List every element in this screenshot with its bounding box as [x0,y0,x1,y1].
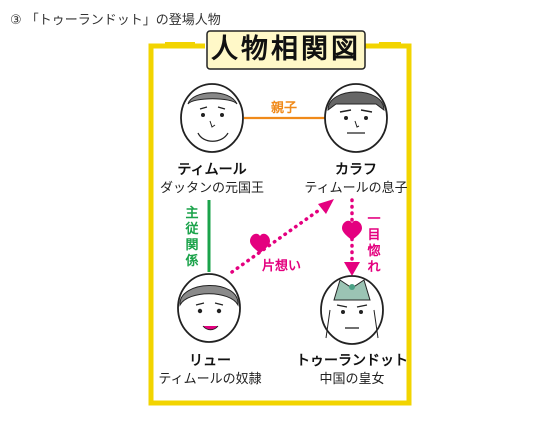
unrequited-love-label: 片想い [262,259,302,274]
love-at-first-sight-label: 一目惚れ [367,212,381,275]
calaf-name: カラフ [335,162,377,178]
parent-child-label: 親子 [271,101,298,116]
timur-role: ダッタンの元国王 [159,181,264,196]
timur-portrait [180,83,244,153]
calaf-portrait [324,83,388,153]
diagram-title: 人物相関図 [211,34,361,65]
liu-portrait [177,273,241,343]
unrequited-love-line [230,206,324,274]
master-servant-label: 主従関係 [185,206,199,269]
title-box [206,30,366,70]
unrequited-heart-icon [250,233,270,254]
title-accent-right [379,42,401,47]
turandot-name: トゥーランドット [296,353,408,369]
turandot-portrait [320,275,384,345]
liu-name: リュー [189,353,231,369]
first-sight-heart-icon [342,220,362,241]
unrequited-love-arrowhead [318,199,334,214]
liu-role: ティムールの奴隷 [158,372,262,387]
page-caption: ③ 「トゥーランドット」の登場人物 [10,13,221,28]
title-accent-left [165,42,195,47]
love-at-first-sight-arrowhead [344,262,360,276]
turandot-role: 中国の皇女 [319,372,385,387]
calaf-role: ティムールの息子 [304,181,408,196]
diagram-frame [148,43,412,406]
timur-name: ティムール [177,162,247,178]
